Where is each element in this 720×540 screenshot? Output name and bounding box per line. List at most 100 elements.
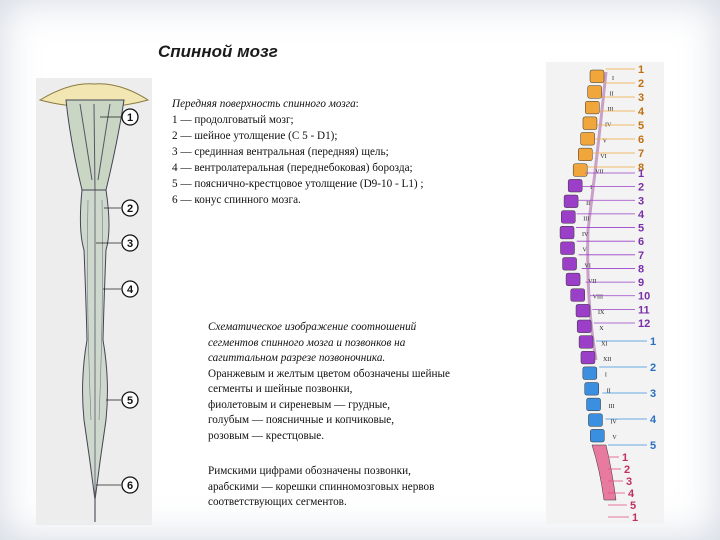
thoracic-segment-label: 10	[638, 291, 650, 303]
caption-heading: Передняя поверхность спинного мозга	[172, 98, 356, 110]
vertebra-roman-label: XI	[601, 341, 607, 347]
vertebra-roman-label: V	[603, 138, 608, 144]
vertebra-body	[567, 179, 583, 193]
vertebra-body	[562, 257, 577, 271]
vertebra-roman-label: IV	[610, 420, 617, 426]
cervical-segment-label: 7	[638, 148, 644, 160]
svg-text:2: 2	[127, 203, 133, 215]
callout-4: 4	[121, 280, 139, 298]
vertebra-roman-label: VII	[595, 170, 603, 176]
sacral-segment-label: 5	[630, 500, 636, 512]
thoracic-segment-label: 3	[638, 195, 644, 207]
cervical-segment-label: 6	[638, 134, 644, 146]
callout-3: 3	[121, 234, 139, 252]
vertebra-roman-label: IV	[605, 123, 612, 129]
scheme-line: фиолетовым и сиреневым — грудные,	[208, 398, 391, 411]
callout-6: 6	[121, 476, 139, 494]
vertebra-roman-label: II	[586, 201, 590, 207]
scheme-line: Схематическое изображение соотношений	[208, 321, 417, 333]
svg-text:1: 1	[127, 112, 133, 124]
vertebra-roman-label: V	[582, 248, 587, 254]
vertebra-body	[586, 397, 601, 411]
caption: Передняя поверхность спинного мозга: 1 —…	[172, 96, 512, 208]
roman-note-line: Римскими цифрами обозначены позвонки,	[208, 465, 411, 477]
cervical-segment-label: 8	[638, 162, 644, 174]
vertebra-body	[582, 116, 598, 130]
svg-text:3: 3	[127, 238, 133, 250]
sacral-segment-label: 1	[632, 512, 638, 524]
thoracic-segment-label: 1	[638, 168, 644, 180]
vertebra-body	[588, 413, 603, 427]
svg-text:5: 5	[127, 395, 133, 407]
sacral-segment-label: 1	[622, 452, 628, 464]
vertebra-body	[563, 194, 579, 208]
vertebra-body	[575, 304, 591, 318]
caption-item: 4 — вентролатеральная (переднебоковая) б…	[172, 162, 413, 174]
thoracic-segment-label: 12	[638, 318, 650, 330]
vertebra-roman-label: VI	[600, 154, 606, 160]
scheme-line: сегментов спинного мозга и позвонков на	[208, 336, 406, 349]
svg-text:6: 6	[127, 480, 133, 492]
callout-5: 5	[121, 391, 139, 409]
thoracic-segment-label: 11	[638, 304, 650, 316]
svg-text:4: 4	[127, 284, 134, 296]
sacral-segment-label: 3	[626, 476, 632, 488]
vertebra-body	[561, 210, 576, 224]
roman-note: Римскими цифрами обозначены позвонки, ар…	[208, 464, 528, 511]
callout-2: 2	[121, 199, 139, 217]
vertebra-body	[570, 288, 585, 302]
scheme-line: сегменты и шейные позвонки,	[208, 383, 353, 395]
sacral-segment-label: 4	[628, 488, 635, 500]
caption-item: 6 — конус спинного мозга.	[172, 194, 301, 206]
roman-note-line: арабскими — корешки спинномозговых нерво…	[208, 480, 435, 493]
thoracic-segment-label: 7	[638, 250, 644, 262]
vertebra-roman-label: IV	[582, 232, 589, 238]
lumbar-segment-label: 5	[650, 440, 656, 452]
vertebra-body	[589, 69, 605, 83]
vertebra-body	[572, 163, 588, 177]
scheme-line: голубым — поясничные и копчиковые,	[208, 414, 395, 426]
vertebra-roman-label: V	[612, 435, 617, 441]
vertebra-body	[560, 241, 575, 255]
vertebra-roman-label: III	[609, 404, 615, 410]
thoracic-segment-label: 9	[638, 277, 644, 289]
scheme-line: Оранжевым и желтым цветом обозначены шей…	[208, 367, 450, 380]
vertebra-roman-label: I	[590, 185, 592, 191]
lumbar-segment-label: 4	[650, 414, 657, 426]
vertebra-body	[559, 226, 575, 240]
lumbar-segment-label: 2	[650, 362, 656, 374]
vertebra-body	[590, 429, 605, 443]
vertebra-roman-label: XII	[603, 357, 611, 363]
vertebra-body	[578, 147, 593, 161]
vertebra-roman-label: IX	[598, 310, 605, 316]
lumbar-segment-label: 1	[650, 336, 656, 348]
vertebra-roman-label: III	[607, 107, 613, 113]
spinal-cord-line	[586, 71, 608, 361]
vertebra-roman-label: II	[610, 91, 614, 97]
page-title: Спинной мозг	[158, 42, 278, 61]
cervical-segment-label: 1	[638, 64, 644, 76]
vertebra-roman-label: III	[583, 216, 589, 222]
thoracic-segment-label: 4	[638, 209, 645, 221]
caption-item: 3 — срединная вентральная (передняя) щел…	[172, 146, 389, 158]
vertebra-body	[582, 366, 598, 380]
vertebra-roman-label: VI	[585, 263, 591, 269]
scheme-line: сагиттальном разрезе позвоночника.	[208, 352, 386, 364]
vertebra-body	[587, 85, 602, 99]
cervical-segment-label: 3	[638, 92, 644, 104]
thoracic-segment-label: 5	[638, 223, 644, 235]
callout-1: 1	[121, 108, 139, 126]
vertebra-body	[580, 351, 596, 365]
vertebra-roman-label: II	[607, 388, 611, 394]
thoracic-segment-label: 2	[638, 182, 644, 194]
vertebra-body	[585, 101, 600, 115]
vertebra-body	[578, 335, 594, 349]
cervical-segment-label: 2	[638, 78, 644, 90]
vertebra-body	[580, 132, 595, 146]
vertebra-roman-label: I	[605, 373, 607, 379]
lumbar-segment-label: 3	[650, 388, 656, 400]
vertebra-roman-label: VIII	[593, 295, 603, 301]
vertebra-body	[576, 319, 592, 333]
cervical-segment-label: 4	[638, 106, 645, 118]
